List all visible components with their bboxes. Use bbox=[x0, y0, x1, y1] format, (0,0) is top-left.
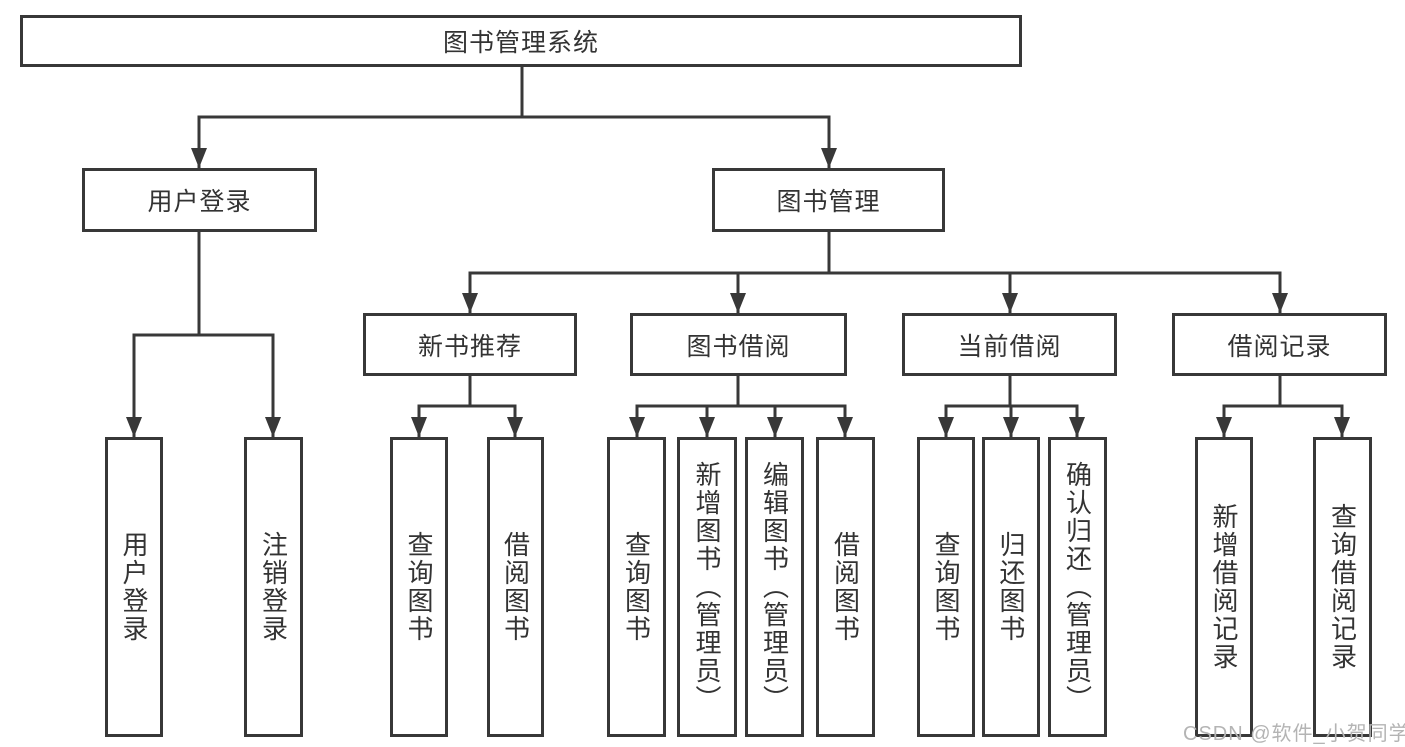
node-book-management: 图书管理 bbox=[712, 168, 945, 232]
node-borrow-record: 借阅记录 bbox=[1172, 313, 1387, 376]
leaf-record-query: 查询借阅记录 bbox=[1313, 437, 1372, 737]
edge-new-book-to-borrow bbox=[468, 376, 523, 437]
leaf-current-query-book: 查询图书 bbox=[917, 437, 975, 737]
edge-record-to-add bbox=[1216, 376, 1282, 437]
edge-user-login-to-login bbox=[126, 232, 201, 437]
leaf-logout: 注销登录 bbox=[244, 437, 303, 737]
edge-new-book-to-query bbox=[411, 376, 472, 437]
csdn-watermark: CSDN @软件_小贺同学 bbox=[1183, 723, 1405, 745]
leaf-borrow-lend-book: 借阅图书 bbox=[816, 437, 875, 737]
leaf-record-add: 新增借阅记录 bbox=[1195, 437, 1253, 737]
node-root-system: 图书管理系统 bbox=[20, 15, 1022, 67]
leaf-borrow-query-book: 查询图书 bbox=[607, 437, 666, 737]
leaf-borrow-add-book-admin: 新增图书（管理员） bbox=[677, 437, 737, 737]
edge-record-to-query bbox=[1278, 376, 1350, 437]
node-new-book-recommend: 新书推荐 bbox=[363, 313, 577, 376]
edge-user-login-to-logout bbox=[197, 232, 281, 437]
leaf-recommend-borrow-book: 借阅图书 bbox=[487, 437, 544, 737]
leaf-current-return-book: 归还图书 bbox=[982, 437, 1040, 737]
edge-book-mgmt-to-record bbox=[827, 232, 1288, 313]
edge-book-mgmt-to-borrow bbox=[730, 232, 831, 313]
node-user-login: 用户登录 bbox=[82, 168, 317, 232]
leaf-recommend-query-book: 查询图书 bbox=[390, 437, 448, 737]
edge-current-to-query bbox=[938, 376, 1012, 437]
edge-current-to-confirm bbox=[1008, 376, 1085, 437]
edge-root-to-book-mgmt bbox=[520, 67, 837, 168]
edge-root-to-user-login bbox=[191, 67, 524, 168]
leaf-user-login: 用户登录 bbox=[105, 437, 163, 737]
leaf-borrow-edit-book-admin: 编辑图书（管理员） bbox=[745, 437, 804, 737]
edge-borrow-to-lend bbox=[736, 376, 853, 437]
leaf-current-confirm-return-admin: 确认归还（管理员） bbox=[1048, 437, 1107, 737]
node-current-borrow: 当前借阅 bbox=[902, 313, 1117, 376]
node-book-borrow: 图书借阅 bbox=[630, 313, 847, 376]
edge-borrow-to-add bbox=[699, 376, 740, 437]
